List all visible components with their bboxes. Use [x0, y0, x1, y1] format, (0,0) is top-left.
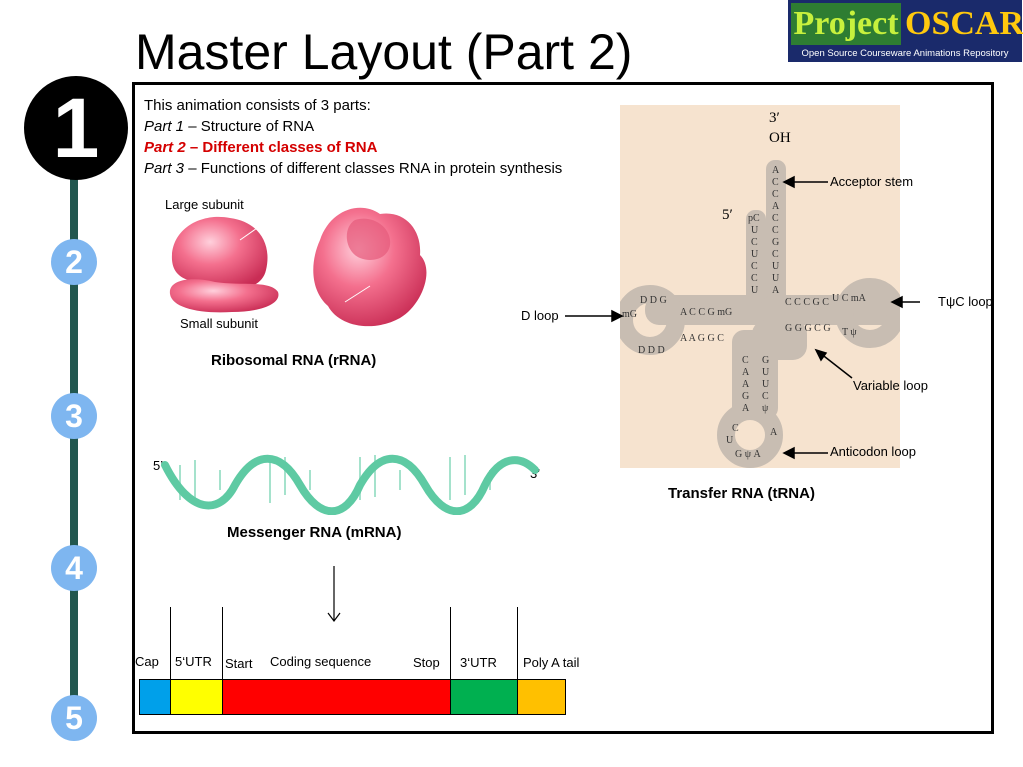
- segment-label-start: Start: [225, 656, 253, 671]
- svg-text:A: A: [772, 285, 780, 296]
- svg-text:T ψ: T ψ: [842, 327, 857, 338]
- mrna-caption: Messenger RNA (mRNA): [227, 524, 402, 541]
- svg-text:pC: pC: [748, 213, 760, 224]
- segment-5utr[interactable]: [170, 679, 223, 715]
- large-subunit-label: Large subunit: [165, 197, 244, 212]
- part-1-text: – Structure of RNA: [188, 118, 315, 135]
- project-oscar-logo[interactable]: Project OSCAR Open Source Courseware Ani…: [788, 0, 1023, 62]
- label-tpsic-loop: TψC loop: [938, 294, 993, 309]
- svg-text:ψ: ψ: [762, 403, 769, 414]
- svg-text:D D G: D D G: [640, 295, 667, 306]
- svg-text:U: U: [772, 261, 780, 272]
- svg-text:A A G G C: A A G G C: [680, 333, 724, 344]
- svg-text:C: C: [772, 249, 779, 260]
- part-2-label: Part 2: [144, 139, 186, 156]
- svg-text:A: A: [772, 165, 780, 176]
- segment-3utr[interactable]: [450, 679, 518, 715]
- svg-text:G G G C G: G G G C G: [785, 323, 831, 334]
- divider-line: [517, 607, 518, 679]
- mrna-five-prime: 5’: [153, 458, 164, 473]
- svg-text:C: C: [772, 177, 779, 188]
- intro-heading: This animation consists of 3 parts:: [144, 97, 371, 114]
- step-2-button[interactable]: 2: [51, 239, 97, 285]
- label-acceptor-stem: Acceptor stem: [830, 174, 914, 189]
- divider-line: [450, 607, 451, 679]
- intro-part-2: Part 2 – Different classes of RNA: [144, 138, 377, 158]
- part-3-text: – Functions of different classes RNA in …: [188, 160, 563, 177]
- trna-label-arrows: [565, 175, 920, 460]
- svg-text:A: A: [772, 201, 780, 212]
- segment-polya[interactable]: [517, 679, 566, 715]
- segment-label-3utr: 3‘UTR: [460, 655, 497, 670]
- step-3-button[interactable]: 3: [51, 393, 97, 439]
- part-1-label: Part 1: [144, 118, 185, 135]
- divider-line: [222, 607, 223, 679]
- svg-text:C: C: [732, 423, 739, 434]
- svg-text:C: C: [772, 189, 779, 200]
- label-anticodon-loop: Anticodon loop: [830, 444, 917, 459]
- label-variable-loop: Variable loop: [853, 378, 928, 393]
- svg-text:A: A: [770, 427, 778, 438]
- logo-tagline: Open Source Courseware Animations Reposi…: [801, 48, 1009, 59]
- segment-label-cap: Cap: [135, 654, 159, 669]
- step-4-button[interactable]: 4: [51, 545, 97, 591]
- svg-text:mG: mG: [622, 309, 637, 320]
- svg-text:C: C: [751, 237, 758, 248]
- svg-text:U: U: [751, 225, 759, 236]
- svg-text:U: U: [726, 435, 734, 446]
- segment-coding[interactable]: [222, 679, 451, 715]
- svg-text:D D D: D D D: [638, 345, 665, 356]
- svg-text:U: U: [762, 379, 770, 390]
- rrna-caption: Ribosomal RNA (rRNA): [211, 352, 377, 369]
- svg-text:C: C: [751, 273, 758, 284]
- part-3-label: Part 3: [144, 160, 185, 177]
- label-d-loop: D loop: [521, 308, 559, 323]
- svg-text:U: U: [772, 273, 780, 284]
- svg-text:C C C G C: C C C G C: [785, 297, 829, 308]
- svg-text:C: C: [742, 355, 749, 366]
- page-title: Master Layout (Part 2): [135, 24, 633, 80]
- svg-text:G: G: [742, 391, 749, 402]
- segment-cap[interactable]: [139, 679, 171, 715]
- logo-word-oscar: OSCAR: [905, 3, 1023, 45]
- down-arrow-icon: [327, 566, 341, 622]
- segment-label-polya: Poly A tail: [523, 655, 580, 670]
- divider-line: [170, 607, 171, 679]
- part-2-text: – Different classes of RNA: [189, 139, 378, 156]
- svg-text:G ψ A: G ψ A: [735, 449, 761, 460]
- svg-text:G: G: [772, 237, 779, 248]
- small-subunit-label: Small subunit: [180, 316, 259, 331]
- segment-label-5utr: 5‘UTR: [175, 654, 212, 669]
- step-1-current[interactable]: 1: [24, 76, 128, 180]
- svg-text:G: G: [762, 355, 769, 366]
- ribosome-illustration: [169, 207, 427, 327]
- segment-label-stop: Stop: [413, 655, 440, 670]
- logo-word-project: Project: [791, 3, 901, 45]
- svg-text:A: A: [742, 367, 750, 378]
- trna-oh: OH: [769, 130, 791, 146]
- svg-text:C: C: [772, 213, 779, 224]
- intro-part-3: Part 3 – Functions of different classes …: [144, 159, 562, 179]
- svg-text:C: C: [762, 391, 769, 402]
- svg-text:C: C: [772, 225, 779, 236]
- svg-text:C: C: [751, 261, 758, 272]
- step-5-button[interactable]: 5: [51, 695, 97, 741]
- intro-part-1: Part 1 – Structure of RNA: [144, 117, 314, 137]
- svg-text:U: U: [762, 367, 770, 378]
- svg-text:U C mA: U C mA: [832, 293, 867, 304]
- svg-text:U: U: [751, 249, 759, 260]
- svg-text:A C C G mG: A C C G mG: [680, 307, 732, 318]
- segment-label-coding: Coding sequence: [270, 654, 372, 669]
- svg-text:U: U: [751, 285, 759, 296]
- mrna-strand: [161, 454, 539, 515]
- trna-5prime: 5′: [722, 207, 733, 223]
- svg-text:A: A: [742, 403, 750, 414]
- trna-caption: Transfer RNA (tRNA): [668, 485, 815, 502]
- trna-3prime: 3′: [769, 110, 780, 126]
- svg-text:A: A: [742, 379, 750, 390]
